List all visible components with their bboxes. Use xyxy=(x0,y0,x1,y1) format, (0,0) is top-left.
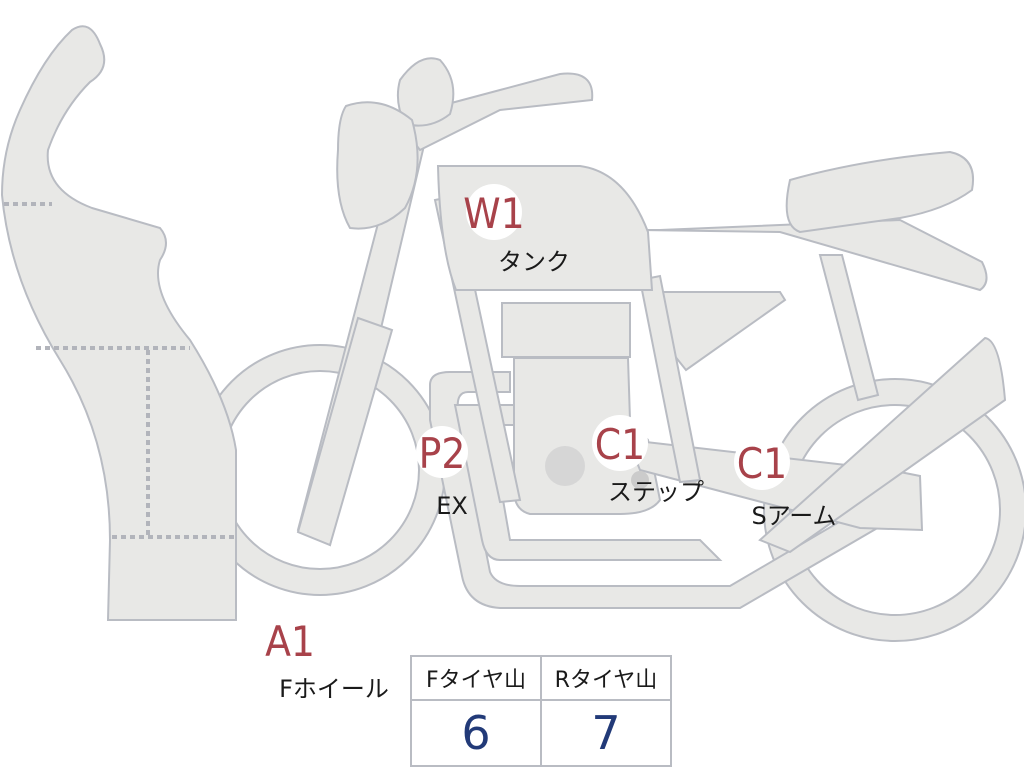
tire-tread-table: Fタイヤ山 Rタイヤ山 6 7 xyxy=(410,655,672,767)
label-tank: タンク xyxy=(498,248,570,276)
rear-frame xyxy=(818,254,880,402)
exhaust-lower xyxy=(429,371,900,609)
svg-text:A1: A1 xyxy=(265,617,315,666)
badge-front-wheel: A1 Fホイール xyxy=(262,612,389,703)
fork-cover xyxy=(296,316,394,547)
svg-text:W1: W1 xyxy=(463,189,524,238)
step-peg-1 xyxy=(631,471,649,489)
front-tire-header: Fタイヤ山 xyxy=(410,655,542,701)
handlebar xyxy=(393,72,594,152)
rear-tire-header: Rタイヤ山 xyxy=(540,655,672,701)
label-front-wheel: Fホイール xyxy=(279,675,389,703)
svg-text:P2: P2 xyxy=(419,429,466,478)
shock xyxy=(758,336,1007,554)
badge-ex: P2 EX xyxy=(416,426,468,520)
rear-wheel-tire xyxy=(764,379,1024,641)
seat xyxy=(785,150,974,234)
rider-body xyxy=(0,25,237,621)
seat-cowl xyxy=(639,218,988,292)
rear-tire-value: 7 xyxy=(540,699,672,767)
badge-tank: W1 タンク xyxy=(463,184,570,276)
label-swing-arm: Sアーム xyxy=(751,502,836,530)
label-step: ステップ xyxy=(608,478,704,506)
label-ex: EX xyxy=(436,492,468,520)
side-cover xyxy=(661,291,787,372)
svg-text:C1: C1 xyxy=(737,439,787,488)
front-tire-value: 6 xyxy=(410,699,542,767)
badge-swing-arm: C1 Sアーム xyxy=(734,434,837,530)
engine-cover xyxy=(545,446,585,486)
engine-head xyxy=(501,302,631,358)
down-frame xyxy=(638,274,702,484)
headlight xyxy=(336,101,419,230)
svg-text:C1: C1 xyxy=(595,420,645,469)
badge-step: C1 ステップ xyxy=(592,415,704,506)
